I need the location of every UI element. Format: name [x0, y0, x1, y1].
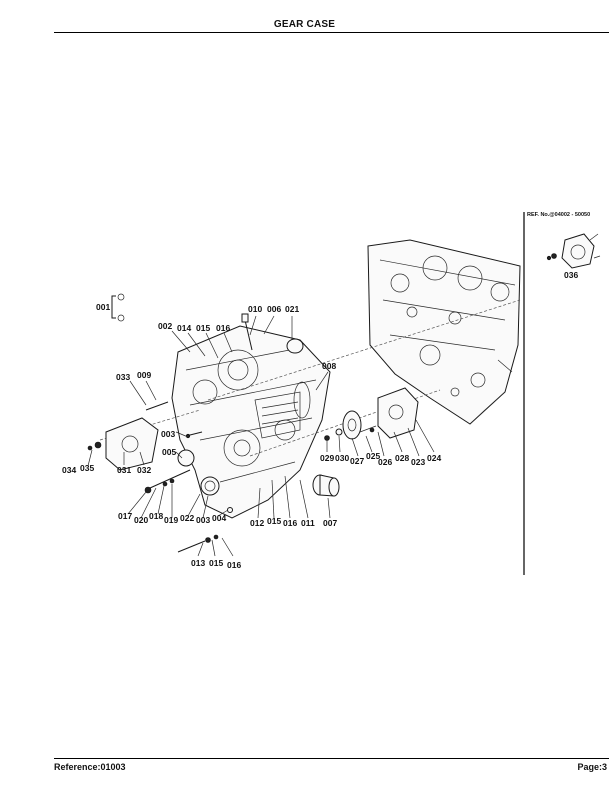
- callout-018: 018: [149, 511, 163, 521]
- callout-030: 030: [335, 453, 349, 463]
- callout-033: 033: [116, 372, 130, 382]
- callout-015c: 015: [209, 558, 223, 568]
- callout-005: 005: [162, 447, 176, 457]
- callout-003: 003: [161, 429, 175, 439]
- reference-number: REF. No.@04002 - 50050: [527, 212, 590, 218]
- callout-004: 004: [212, 513, 226, 523]
- callout-025: 025: [366, 451, 380, 461]
- page-number: Page:3: [577, 762, 607, 772]
- callout-013: 013: [191, 558, 205, 568]
- callout-001: 001: [96, 302, 110, 312]
- callout-008: 008: [322, 361, 336, 371]
- callout-015: 015: [196, 323, 210, 333]
- callout-026: 026: [378, 457, 392, 467]
- callout-007: 007: [323, 518, 337, 528]
- callout-020: 020: [134, 515, 148, 525]
- callout-010: 010: [248, 304, 262, 314]
- footer-reference: Reference:01003: [54, 762, 126, 772]
- callout-034: 034: [62, 465, 76, 475]
- callout-016c: 016: [227, 560, 241, 570]
- callout-035: 035: [80, 463, 94, 473]
- callout-031: 031: [117, 465, 131, 475]
- callout-027: 027: [350, 456, 364, 466]
- callout-006: 006: [267, 304, 281, 314]
- callout-019: 019: [164, 515, 178, 525]
- callout-032: 032: [137, 465, 151, 475]
- callout-036: 036: [564, 270, 578, 280]
- callout-016: 016: [216, 323, 230, 333]
- gear-drawing: [324, 410, 362, 441]
- gear-case-drawing: [171, 325, 331, 519]
- callout-011: 011: [301, 518, 315, 528]
- callout-017: 017: [118, 511, 132, 521]
- pump-drawing: [359, 387, 419, 439]
- engine-block-drawing: [367, 239, 521, 425]
- callout-014: 014: [177, 323, 191, 333]
- callout-016b: 016: [283, 518, 297, 528]
- callout-028: 028: [395, 453, 409, 463]
- callout-015b: 015: [267, 516, 281, 526]
- callout-029: 029: [320, 453, 334, 463]
- inset-part-drawing: [546, 233, 601, 269]
- front-cover-drawing: [87, 417, 159, 471]
- callout-021: 021: [285, 304, 299, 314]
- callout-024: 024: [427, 453, 441, 463]
- footer-rule: [54, 758, 609, 759]
- callout-012: 012: [250, 518, 264, 528]
- header-rule: [54, 32, 609, 33]
- callout-002: 002: [158, 321, 172, 331]
- callout-009: 009: [137, 370, 151, 380]
- sleeve-drawing: [312, 474, 340, 497]
- page-title: GEAR CASE: [273, 19, 336, 30]
- callout-023: 023: [411, 457, 425, 467]
- callout-022: 022: [180, 513, 194, 523]
- callout-003b: 003: [196, 515, 210, 525]
